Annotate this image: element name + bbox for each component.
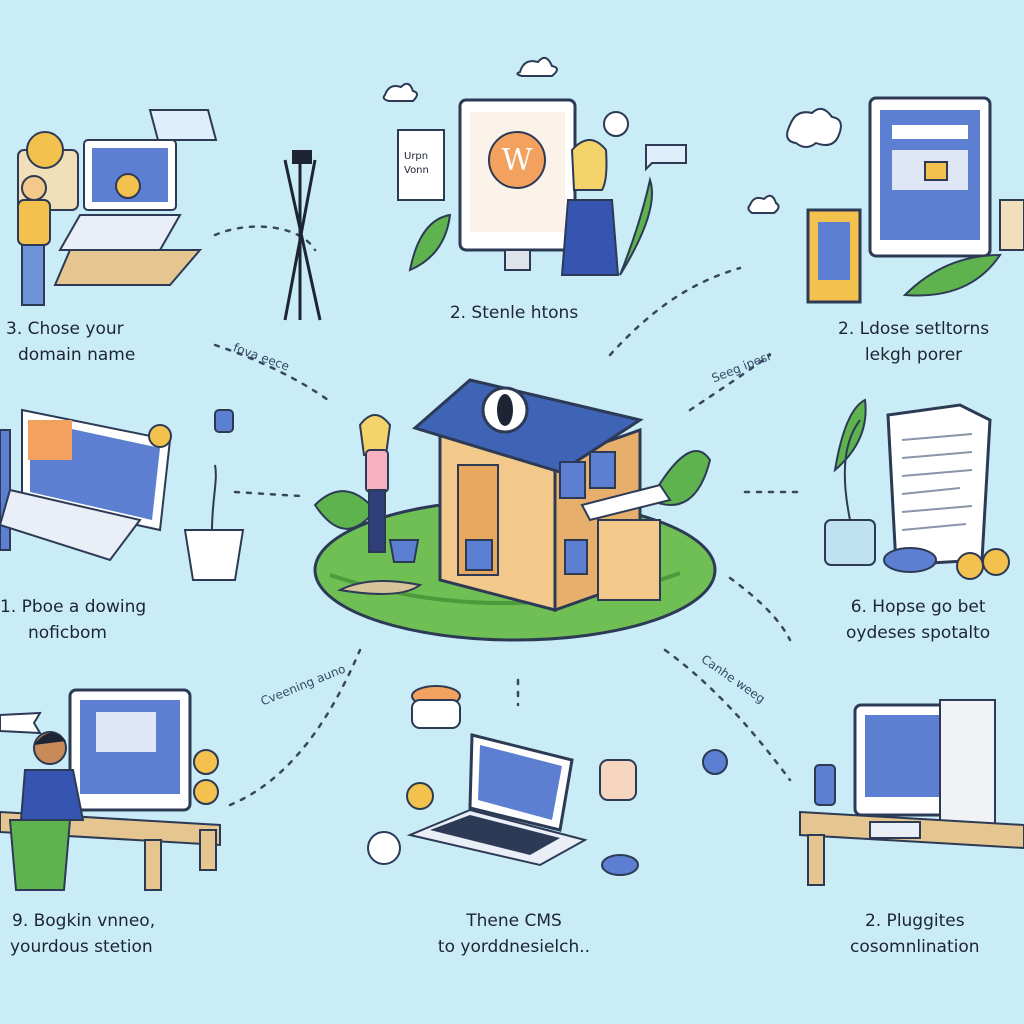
arrow-left-center xyxy=(233,490,302,498)
step-caption-top-center: 2. Stenle htons xyxy=(450,300,578,326)
step-caption-mid-left: 1. Pboe a dowing noficbom xyxy=(0,594,146,646)
step-line-2: oydeses spotalto xyxy=(846,623,991,643)
arrow-right-mid xyxy=(688,353,772,412)
arrow-bottom-right xyxy=(663,648,792,782)
laptop-illustration xyxy=(0,408,245,581)
step-line-2: noficbom xyxy=(28,623,107,643)
step-line-1: 9. Bogkin vnneo, xyxy=(12,911,156,931)
step-caption-top-left: 3. Chose your domain name xyxy=(6,316,135,368)
step-line-2: to yorddnesielch.. xyxy=(437,937,591,957)
step-caption-bottom-left: 9. Bogkin vnneo, yourdous stetion xyxy=(10,908,155,960)
step-line-1: 2. Pluggites xyxy=(864,911,965,931)
step-caption-bottom-right: 2. Pluggites cosomnlination xyxy=(850,908,980,960)
arrow-bottom-left xyxy=(228,648,362,807)
domain-illustration xyxy=(17,109,218,306)
step-caption-top-right: 2. Ldose setltorns lekgh porer xyxy=(838,316,989,368)
svg-text:W: W xyxy=(502,143,533,178)
arrow-left-mid xyxy=(213,343,330,402)
cms-laptop-illustration xyxy=(367,685,639,876)
document-illustration xyxy=(824,398,1010,580)
arrow-right-low xyxy=(728,576,792,642)
board-label: Urpn Vonn xyxy=(404,150,429,178)
connector-arrows xyxy=(213,225,807,807)
step-line-2: cosomnlination xyxy=(850,937,980,957)
settings-illustration xyxy=(806,96,1024,304)
step-line-1: 2. Stenle htons xyxy=(449,303,579,323)
arrow-top-left xyxy=(213,225,317,252)
board-line-2: Vonn xyxy=(404,165,429,176)
step-line-2: lekgh porer xyxy=(864,345,963,365)
step-line-1: 6. Hopse go bet xyxy=(850,597,986,617)
presenter-illustration: W xyxy=(283,98,687,321)
arrow-top-right xyxy=(608,266,742,357)
step-line-2: domain name xyxy=(18,345,136,365)
board-line-1: Urpn xyxy=(404,151,429,162)
cloud-icon xyxy=(382,56,842,214)
step-line-1: 1. Pboe a dowing xyxy=(0,597,147,617)
step-line-1: 2. Ldose setltorns xyxy=(838,319,990,339)
step-line-2: yourdous stetion xyxy=(10,937,153,957)
step-caption-bottom-center: Thene CMS to yorddnesielch.. xyxy=(438,908,590,960)
step-caption-mid-right: 6. Hopse go bet oydeses spotalto xyxy=(846,594,990,646)
plugins-illustration xyxy=(702,699,1024,886)
step-line-1: 3. Chose your xyxy=(6,319,124,339)
step-line-1: Thene CMS xyxy=(466,911,562,931)
house-illustration xyxy=(313,378,717,642)
editor-illustration xyxy=(0,688,221,891)
